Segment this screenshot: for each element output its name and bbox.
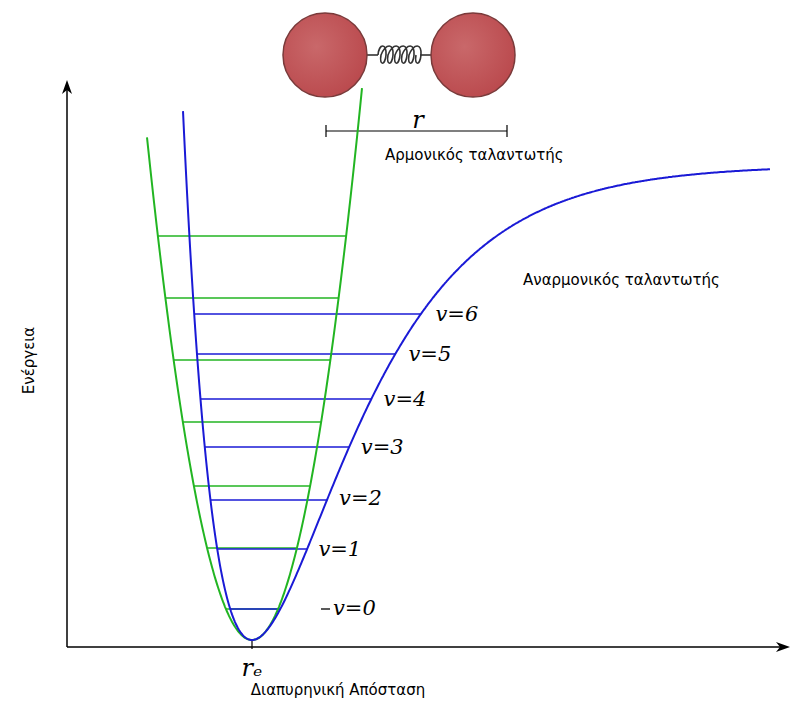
harmonic-level [183,421,321,422]
level-label: v=1 [318,539,361,560]
harmonic-level [165,297,338,298]
spring-symbol [378,46,421,63]
anharmonic-level [197,353,395,354]
atom-sphere [431,13,515,97]
harmonic-level [194,485,310,486]
dimension-tick [506,125,507,137]
curve-label: Αρμονικός ταλαντωτής [385,148,564,163]
axis-title: Διαπυρηνική Απόσταση [251,683,425,698]
anharmonic-level [200,398,371,399]
level-label: v=5 [409,344,452,365]
spring-end [420,54,432,56]
spring-end [366,54,378,56]
anharmonic-level [205,446,349,447]
level-label: v=6 [436,304,479,325]
dimension-tick [325,125,326,137]
level-label: v=0 [333,598,376,619]
morse-curve [183,111,770,640]
leader-line [321,608,330,609]
level-label: v=2 [339,488,382,509]
level-label: v=3 [361,437,404,458]
energy-axis [66,86,68,647]
harmonic-level [158,235,346,236]
axis-arrowhead [62,80,72,94]
level-label: v=4 [384,389,427,410]
curve-label: Αναρμονικός ταλαντωτής [523,273,720,288]
harmonic-curve [147,88,362,640]
anharmonic-level [217,548,307,549]
anharmonic-level [210,499,327,500]
harmonic-levels [158,236,346,609]
anharmonic-level [194,313,421,314]
axis-tick [251,641,252,649]
atom-sphere [283,13,367,97]
axis-arrowhead [776,642,790,652]
anharmonic-levels [194,314,421,609]
distance-axis [67,646,784,648]
axis-title: Ενέργεια [23,326,38,393]
axis-tick-label: rₑ [242,656,263,680]
anharmonic-level [230,608,280,609]
dimension-label: r [412,108,423,132]
